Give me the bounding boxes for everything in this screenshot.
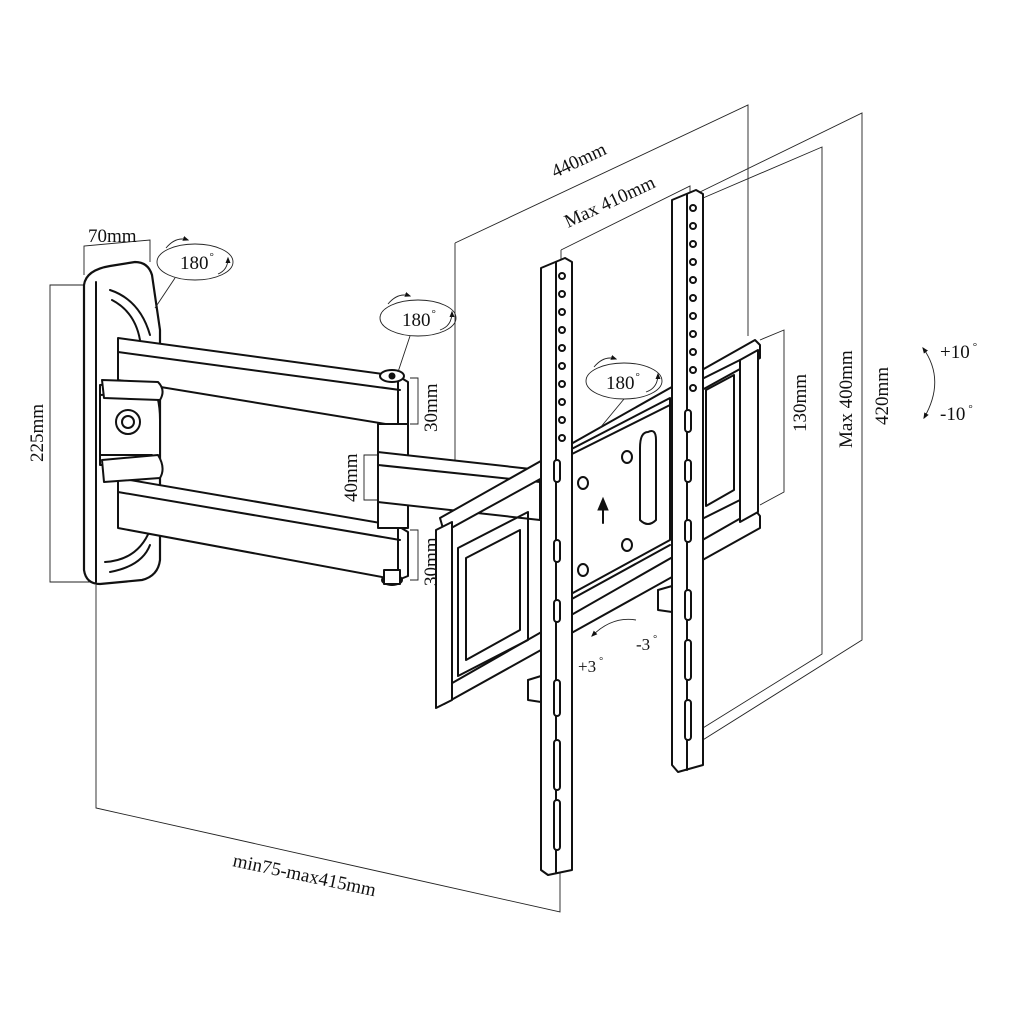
tilt-down-label: -10° [940,403,973,425]
rotation-mid-callout: 180° [379,292,457,373]
width-40-dimension [363,454,378,501]
label-225mm: 225mm [27,404,48,462]
rotation-wall-callout: 180° [154,236,234,309]
label-440mm: 440mm [548,139,610,183]
rotation-plate-callout: 180° [585,355,663,429]
left-vertical-arm [527,257,573,876]
level-arc: +3° -3° [578,618,657,676]
rotation-wall-label: 180° [180,251,214,274]
frame-420-outline [689,112,863,749]
label-30mm-bottom: 30mm [421,537,442,586]
tilt-up-label: +10° [940,341,977,363]
level-minus-label: -3° [636,634,657,654]
bracket-130 [759,329,785,506]
label-max-410mm: Max 410mm [561,172,659,232]
right-vertical-arm [657,189,704,773]
label-40mm: 40mm [341,453,362,502]
label-max-400mm: Max 400mm [836,350,857,448]
height-225-dimension [49,284,96,583]
label-420mm: 420mm [872,367,893,425]
level-plus-label: +3° [578,656,603,676]
size-30-dimensions [410,377,419,581]
arm-pivot-pins [379,369,405,586]
tilt-arc: +10° -10° [922,341,977,425]
width-70-dimension [83,239,151,275]
label-30mm-top: 30mm [421,383,442,432]
label-130mm: 130mm [790,374,811,432]
rotation-plate-label: 180° [606,371,640,394]
rotation-mid-label: 180° [402,308,436,331]
frame-400-outline [689,146,823,737]
wall-plate [82,260,162,586]
label-70mm: 70mm [88,226,137,247]
extension-dimension [95,585,561,913]
label-extension: min75-max415mm [231,850,378,901]
